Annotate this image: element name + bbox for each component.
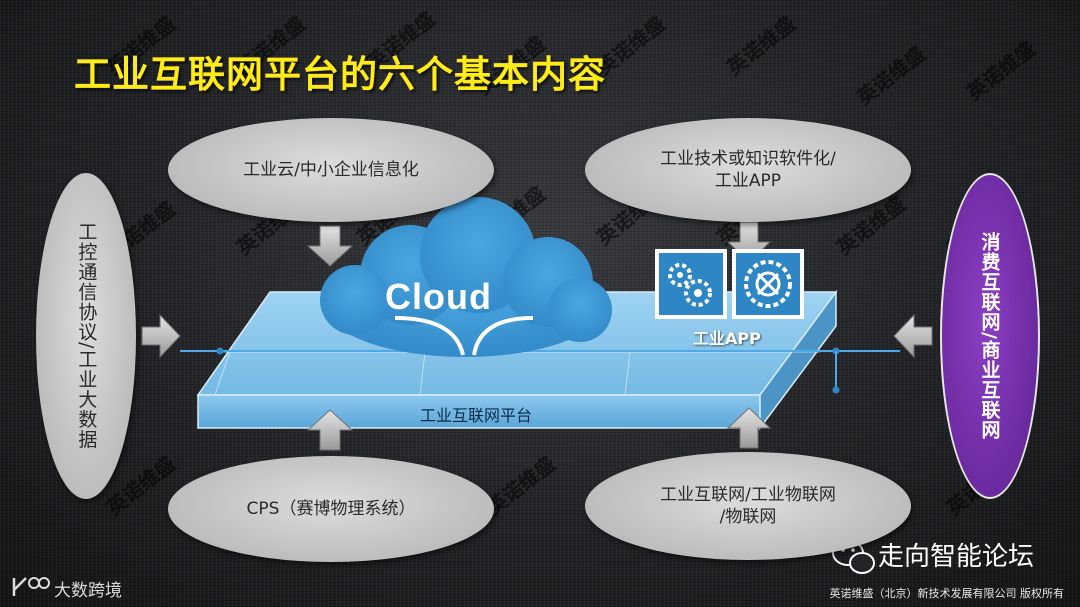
- node-consumer-internet-label: 消费互联网/商业互联网: [977, 232, 1004, 440]
- node-protocol-bigdata-label: 工控通信协议/工业大数据: [74, 222, 99, 449]
- tools-app-icon: [732, 249, 804, 319]
- node-iot: 工业互联网/工业物联网 /物联网: [585, 452, 911, 560]
- node-cps-label: CPS（赛博物理系统）: [247, 498, 416, 520]
- brand-name: 大数跨境: [54, 576, 122, 601]
- app-label: 工业APP: [693, 325, 761, 349]
- node-industrial-cloud: 工业云/中小企业信息化: [168, 118, 494, 222]
- copyright-notice: 英诺维盛（北京）新技术发展有限公司 版权所有: [830, 585, 1065, 601]
- brand-logo-icon: [14, 578, 49, 596]
- wechat-account-name: 走向智能论坛: [878, 536, 1034, 573]
- node-iot-label: 工业互联网/工业物联网 /物联网: [660, 484, 836, 528]
- node-industrial-app-label: 工业技术或知识软件化/ 工业APP: [660, 148, 836, 192]
- arrow-down-top-left: [308, 226, 352, 266]
- node-protocol-bigdata: 工控通信协议/工业大数据: [36, 173, 136, 499]
- gear-app-icon: [655, 249, 727, 319]
- wechat-account: 走向智能论坛: [878, 536, 1034, 573]
- node-industrial-app: 工业技术或知识软件化/ 工业APP: [585, 118, 911, 222]
- node-industrial-cloud-label: 工业云/中小企业信息化: [243, 159, 419, 181]
- node-consumer-internet: 消费互联网/商业互联网: [940, 173, 1040, 499]
- cloud-label: Cloud: [385, 276, 492, 318]
- node-cps: CPS（赛博物理系统）: [168, 456, 494, 562]
- platform-label: 工业互联网平台: [420, 402, 532, 426]
- brand-footer: 大数跨境: [54, 576, 122, 601]
- arrow-right-left: [142, 315, 180, 357]
